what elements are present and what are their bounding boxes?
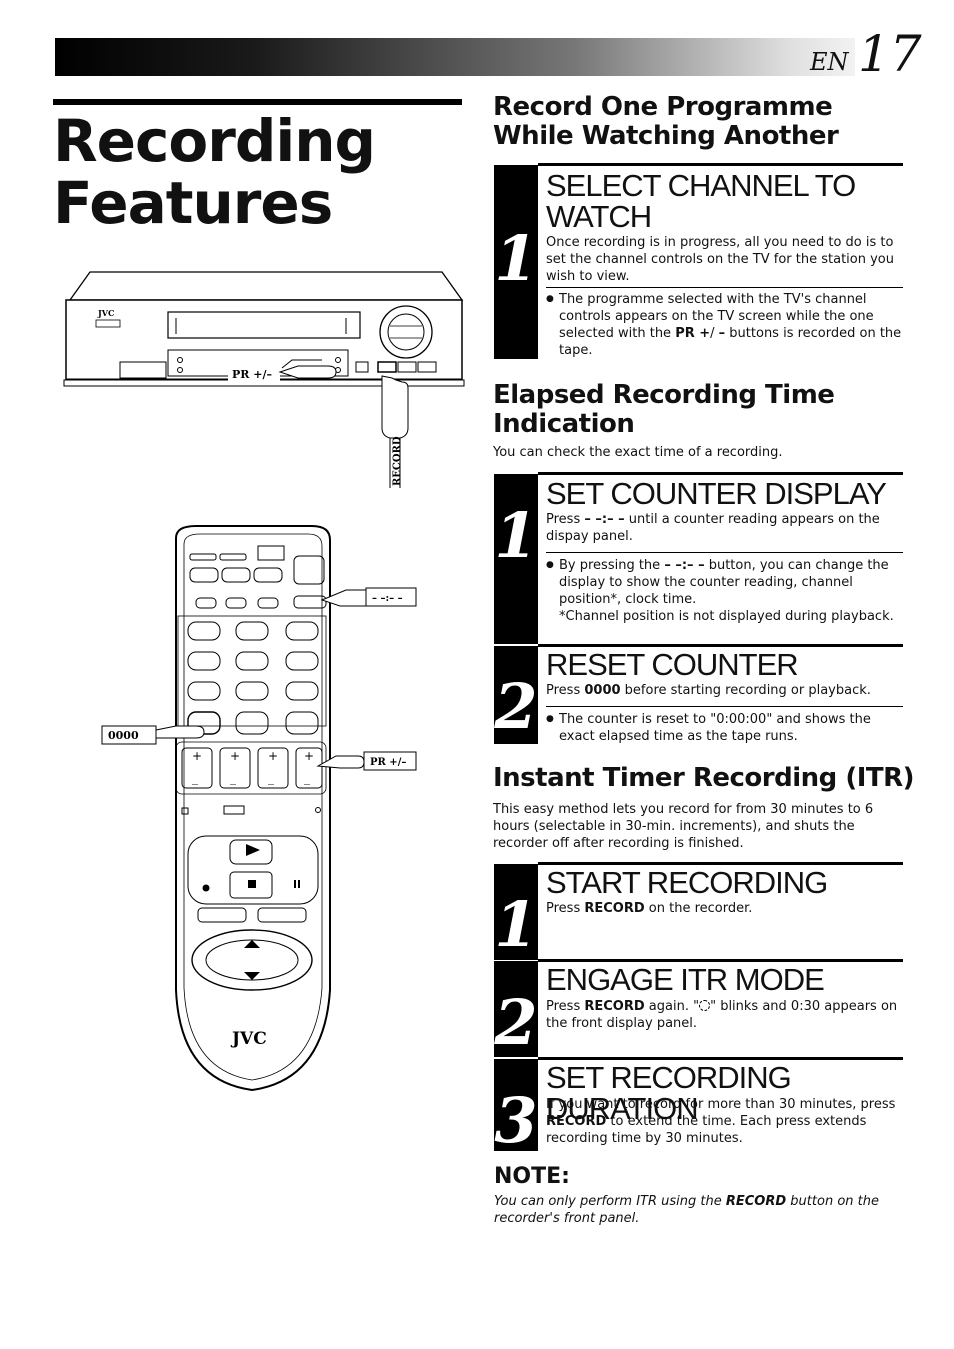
page-language-label: EN — [810, 48, 849, 76]
step-number: 2 — [494, 670, 538, 743]
section-heading-elapsed-line2: Indication — [493, 409, 635, 439]
step-heading-select-channel: SELECT CHANNEL TO WATCH — [546, 170, 906, 232]
step-number: 1 — [494, 499, 538, 572]
vcr-record-label: RECORD — [392, 436, 403, 486]
step-rule — [538, 959, 903, 962]
header-gradient-bar — [55, 38, 855, 76]
step-bar — [494, 961, 538, 1057]
step-heading-engage-itr: ENGAGE ITR MODE — [546, 962, 825, 997]
bullet-item: By pressing the – –:– – button, you can … — [546, 557, 903, 625]
section-heading-watch-line2: While Watching Another — [493, 121, 839, 151]
page-title-line1: Recording — [53, 107, 376, 175]
step-bar — [494, 165, 538, 359]
remote-0000-label: 0000 — [108, 729, 139, 742]
vcr-brand-logo: JVC — [97, 308, 114, 318]
vcr-pr-label: PR +/– — [232, 368, 272, 381]
note-body: You can only perform ITR using the RECOR… — [494, 1194, 879, 1226]
step-body: Once recording is in progress, all you n… — [546, 235, 894, 284]
step-body: If you want to record for more than 30 m… — [546, 1097, 896, 1146]
section-intro-elapsed: You can check the exact time of a record… — [493, 445, 783, 460]
section-heading-elapsed: Elapsed Recording Time Indication — [493, 380, 835, 439]
page-title-line2: Features — [53, 169, 333, 237]
section-heading-watch-line1: Record One Programme — [493, 92, 833, 122]
bullet-item: The programme selected with the TV's cha… — [546, 291, 903, 359]
step-rule — [538, 862, 903, 865]
step-bar — [494, 646, 538, 744]
step-rule — [538, 1057, 903, 1060]
svg-text:_: _ — [304, 771, 310, 785]
svg-text:+: + — [304, 749, 314, 763]
page-number: 17 — [858, 25, 922, 83]
step-number: 3 — [494, 1084, 538, 1157]
step-body: Press 0000 before starting recording or … — [546, 683, 871, 698]
title-rule — [53, 99, 462, 105]
step-number: 1 — [494, 222, 538, 295]
thin-rule — [546, 287, 903, 288]
page-title: Recording Features — [53, 107, 376, 237]
note-heading: NOTE: — [494, 1164, 570, 1189]
section-heading-elapsed-line1: Elapsed Recording Time — [493, 380, 835, 410]
step-bar — [494, 1059, 538, 1151]
step-bar — [494, 474, 538, 644]
step-bar — [494, 864, 538, 960]
thin-rule — [546, 552, 903, 553]
step-number: 2 — [494, 986, 538, 1059]
section-heading-watch: Record One Programme While Watching Anot… — [493, 92, 839, 151]
vcr-illustration: JVC PR +/– RECORD — [63, 271, 465, 488]
svg-text:_: _ — [192, 771, 198, 785]
remote-counter-label: – –:– – — [372, 593, 403, 604]
remote-pr-label: PR +/– — [370, 757, 406, 768]
svg-text:_: _ — [230, 771, 236, 785]
step-body: Press RECORD on the recorder. — [546, 901, 753, 916]
step-rule — [538, 163, 903, 166]
step-heading-reset-counter: RESET COUNTER — [546, 647, 799, 682]
step-heading-start-recording: START RECORDING — [546, 865, 828, 900]
step-rule — [538, 472, 903, 475]
section-intro-itr: This easy method lets you record for fro… — [493, 802, 874, 851]
thin-rule — [546, 706, 903, 707]
step-number: 1 — [494, 888, 538, 961]
step-body: Press – –:– – until a counter reading ap… — [546, 512, 880, 544]
bullet-item: The counter is reset to "0:00:00" and sh… — [546, 711, 903, 745]
remote-illustration: – –:– – 0000 + _ + _ + _ + _ PR +/– JVC — [101, 525, 417, 1092]
svg-text:+: + — [192, 749, 202, 763]
step-body: Press RECORD again. "" blinks and 0:30 a… — [546, 999, 898, 1031]
step-heading-line2: WATCH — [546, 199, 652, 234]
step-rule — [538, 644, 903, 647]
svg-text:+: + — [268, 749, 278, 763]
section-heading-itr: Instant Timer Recording (ITR) — [493, 763, 915, 793]
remote-brand-logo: JVC — [230, 1029, 267, 1049]
svg-text:+: + — [230, 749, 240, 763]
footnote: *Channel position is not displayed durin… — [559, 609, 894, 624]
step-heading-set-duration: SET RECORDING DURATION — [546, 1060, 792, 1126]
svg-text:_: _ — [268, 771, 274, 785]
itr-clock-icon — [699, 1000, 711, 1011]
step-heading-line1: SELECT CHANNEL TO — [546, 168, 856, 203]
step-heading-set-counter: SET COUNTER DISPLAY — [546, 476, 887, 511]
